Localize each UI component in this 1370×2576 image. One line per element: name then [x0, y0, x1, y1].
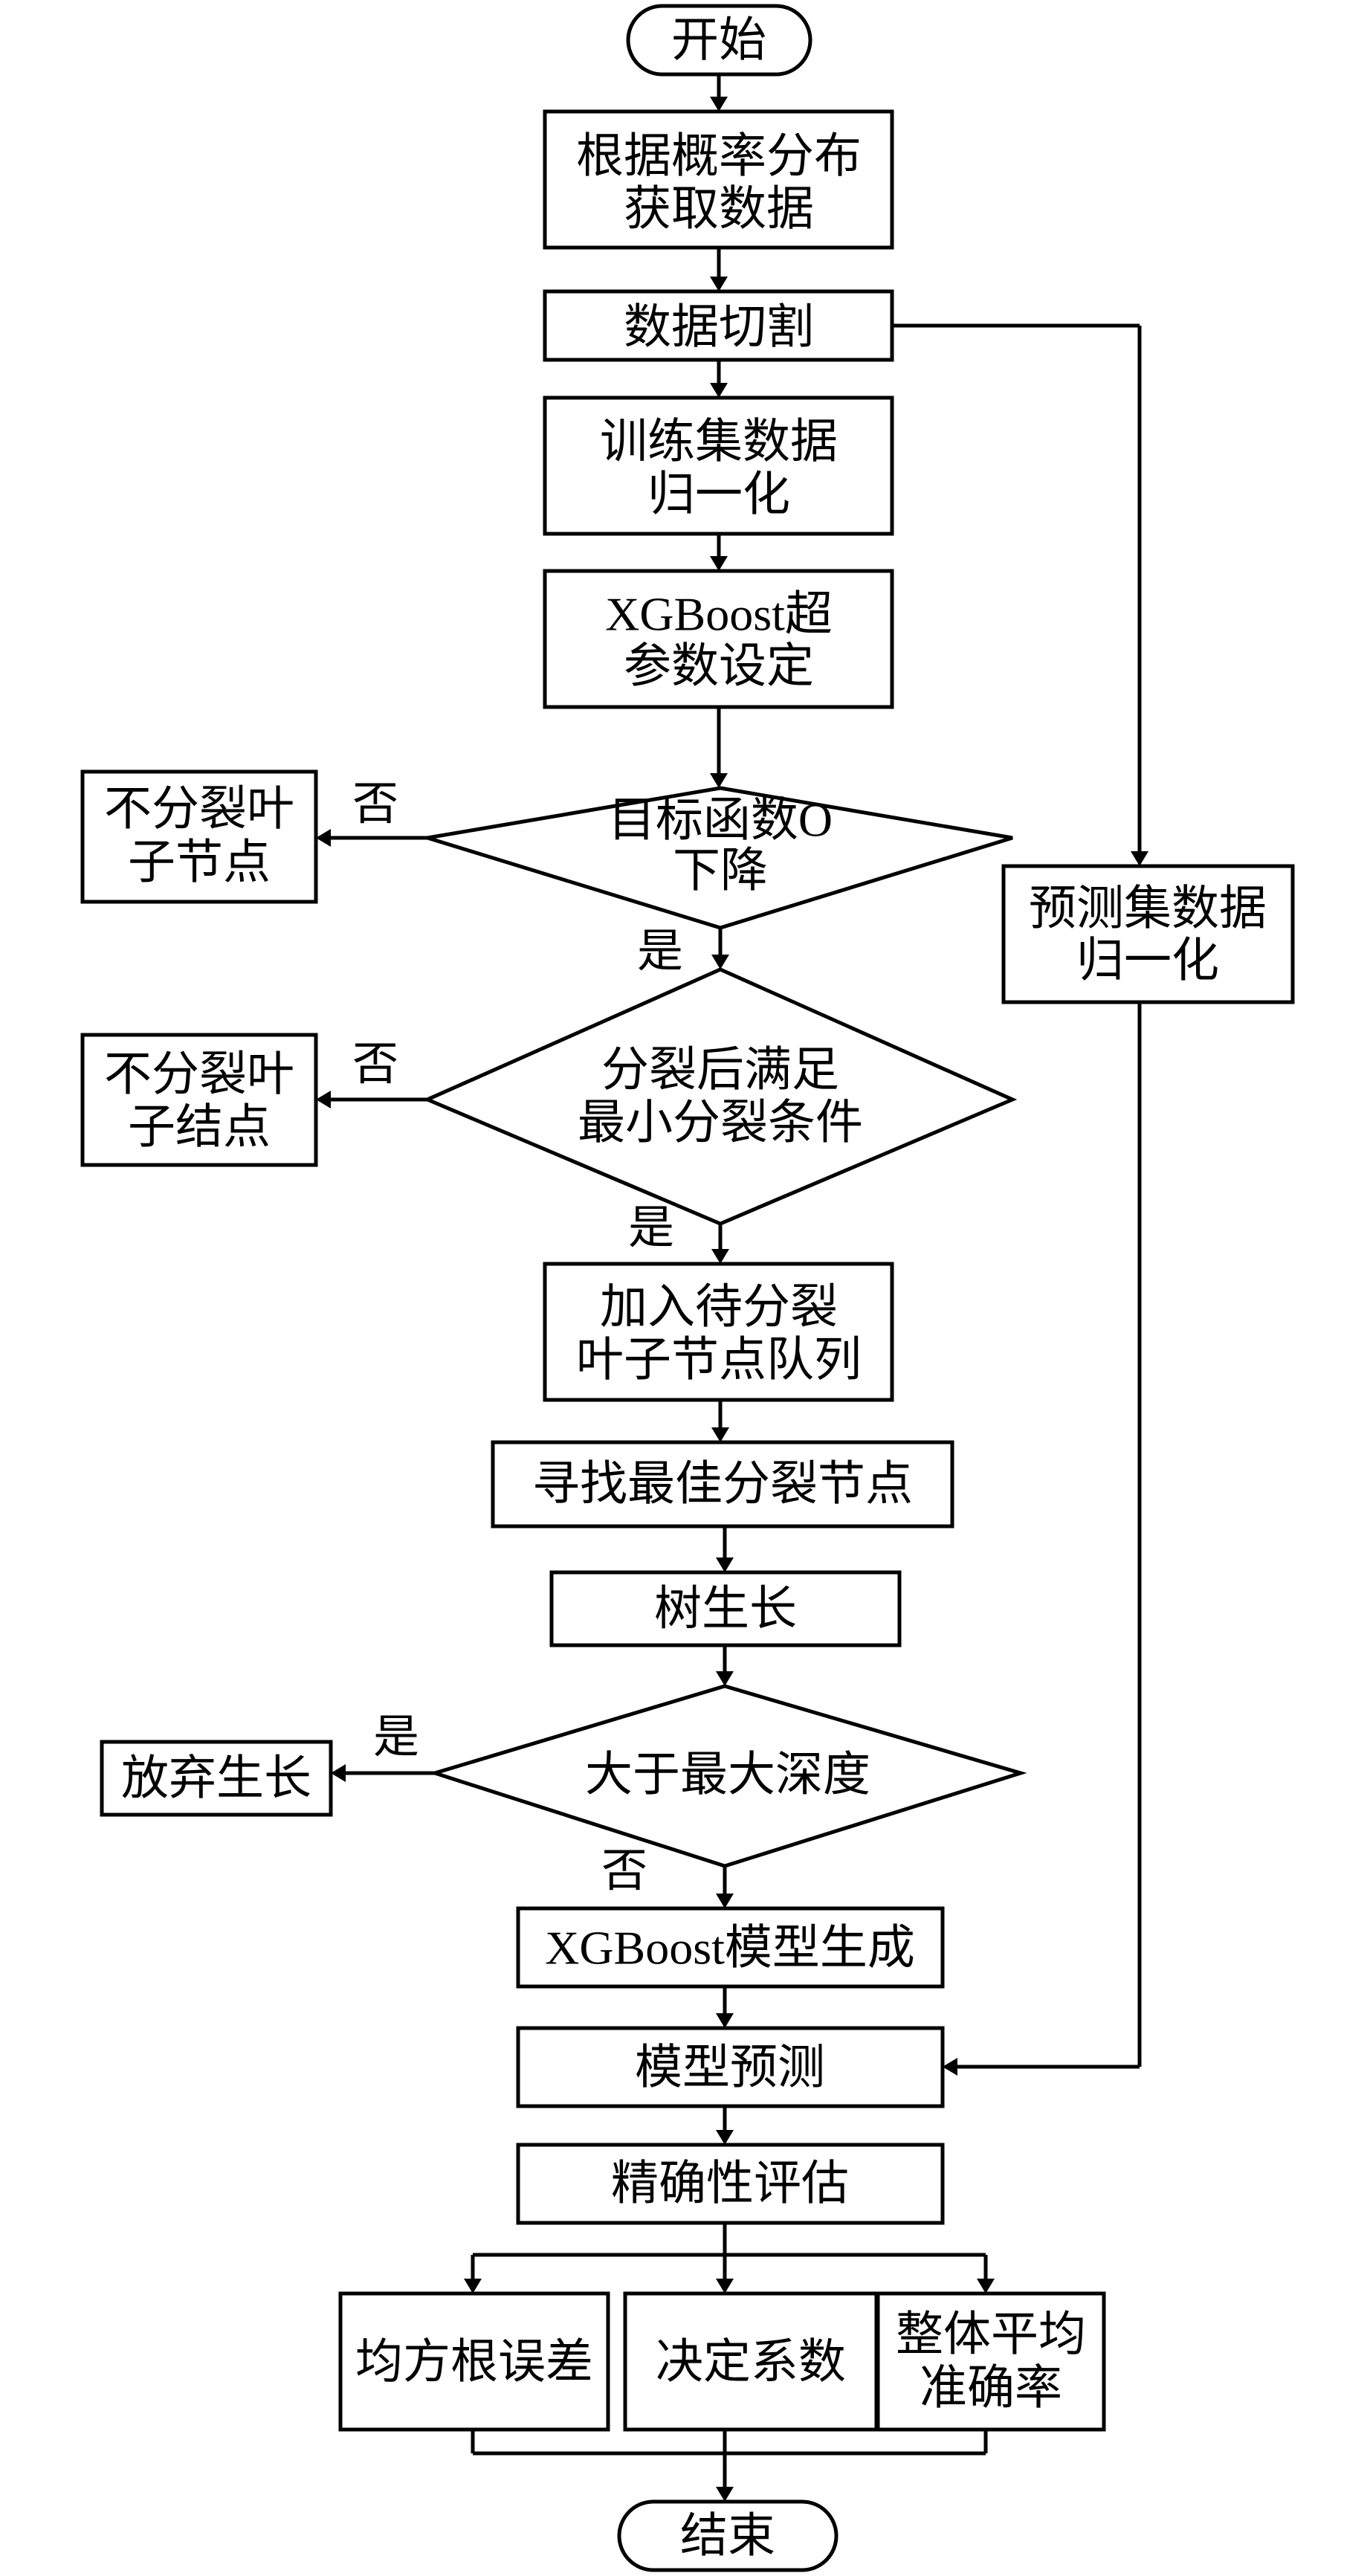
connectors: [316, 74, 1148, 2502]
no-split-leaf-2-label-1: 不分裂叶: [104, 1048, 294, 1101]
r2-box: [623, 2291, 879, 2432]
tree-grow-box: [549, 1570, 902, 1647]
model-predict-label: 模型预测: [635, 2041, 825, 2094]
arrowhead: [977, 2279, 995, 2293]
find-best-split-label: 寻找最佳分裂节点: [532, 1458, 913, 1511]
arrowhead: [716, 2487, 734, 2502]
edge-label-min-split-yes: 是: [628, 1203, 674, 1253]
add-queue-box: [543, 1262, 894, 1402]
decision-min-split-label-2: 最小分裂条件: [578, 1097, 863, 1149]
train-norm-label-2: 归一化: [647, 468, 790, 521]
add-queue-label-1: 加入待分裂: [600, 1281, 838, 1334]
model-gen-label: XGBoost模型生成: [545, 1922, 915, 1975]
no-split-leaf-box-2: [80, 1033, 318, 1167]
no-split-leaf-1-label-2: 子节点: [128, 836, 271, 889]
train-norm-box: [543, 396, 894, 536]
end-terminal: [617, 2499, 839, 2572]
rmse-box: [338, 2291, 610, 2432]
arrowhead: [316, 829, 331, 847]
arrowhead: [1131, 851, 1148, 866]
arrowhead: [716, 2279, 734, 2293]
arrowhead: [316, 1091, 331, 1108]
arrowhead: [710, 773, 728, 788]
split-data-box: [543, 289, 894, 362]
accuracy-eval-label: 精确性评估: [611, 2157, 849, 2210]
hyper-params-label-2: 参数设定: [624, 640, 814, 693]
decision-objective-label-2: 下降: [673, 845, 768, 897]
arrowhead: [331, 1764, 346, 1782]
predict-norm-box: [1001, 864, 1295, 1004]
train-norm-label-1: 训练集数据: [600, 416, 838, 468]
arrowhead: [710, 97, 728, 112]
tree-grow-label: 树生长: [654, 1583, 797, 1636]
get-data-box: [543, 109, 894, 250]
give-up-box: [100, 1740, 333, 1817]
decision-max-depth-label: 大于最大深度: [585, 1749, 870, 1801]
arrowhead: [710, 383, 728, 398]
model-predict-box: [516, 2026, 945, 2108]
split-data-label: 数据切割: [624, 301, 814, 354]
end-label: 结束: [680, 2510, 775, 2563]
find-best-split-box: [491, 1440, 954, 1529]
accuracy-eval-box: [516, 2143, 945, 2225]
add-queue-label-2: 叶子节点队列: [576, 1334, 862, 1387]
edge-label-objective-yes: 是: [637, 926, 683, 977]
hyper-params-label-1: XGBoost超: [605, 588, 833, 641]
rmse-label: 均方根误差: [355, 2336, 593, 2389]
arrowhead: [716, 2130, 734, 2145]
no-split-leaf-2-label-2: 子结点: [128, 1101, 271, 1154]
model-gen-box: [516, 1906, 945, 1989]
decision-min-split-label-1: 分裂后满足: [601, 1044, 839, 1097]
arrowhead: [464, 2279, 482, 2293]
give-up-label: 放弃生长: [121, 1752, 311, 1805]
arrowhead: [716, 1557, 734, 1572]
start-label: 开始: [671, 14, 766, 67]
arrowhead: [943, 2058, 957, 2076]
arrowhead: [716, 1894, 734, 1908]
edge-label-min-split-no: 否: [352, 1039, 398, 1090]
arrowhead: [716, 1671, 734, 1686]
arrowhead: [711, 1427, 729, 1442]
predict-norm-label-2: 归一化: [1076, 934, 1219, 987]
edge-label-objective-no: 否: [352, 779, 398, 830]
arrowhead: [711, 955, 729, 969]
r2-label: 决定系数: [656, 2336, 846, 2389]
arrowhead: [711, 1249, 729, 1264]
arrowhead: [716, 2013, 734, 2028]
predict-norm-label-1: 预测集数据: [1029, 882, 1267, 935]
decision-objective-label-1: 目标函数O: [608, 794, 833, 847]
overall-acc-box: [876, 2291, 1106, 2432]
get-data-label-1: 根据概率分布: [576, 130, 862, 183]
edge-label-max-depth-yes: 是: [373, 1712, 419, 1763]
arrowhead: [710, 556, 728, 571]
overall-acc-label-1: 整体平均: [896, 2308, 1086, 2361]
no-split-leaf-box-1: [80, 769, 318, 904]
overall-acc-label-2: 准确率: [920, 2362, 1062, 2415]
edge-label-max-depth-no: 否: [601, 1846, 647, 1897]
no-split-leaf-1-label-1: 不分裂叶: [104, 783, 294, 836]
arrowhead: [710, 277, 728, 291]
get-data-label-2: 获取数据: [624, 183, 814, 236]
